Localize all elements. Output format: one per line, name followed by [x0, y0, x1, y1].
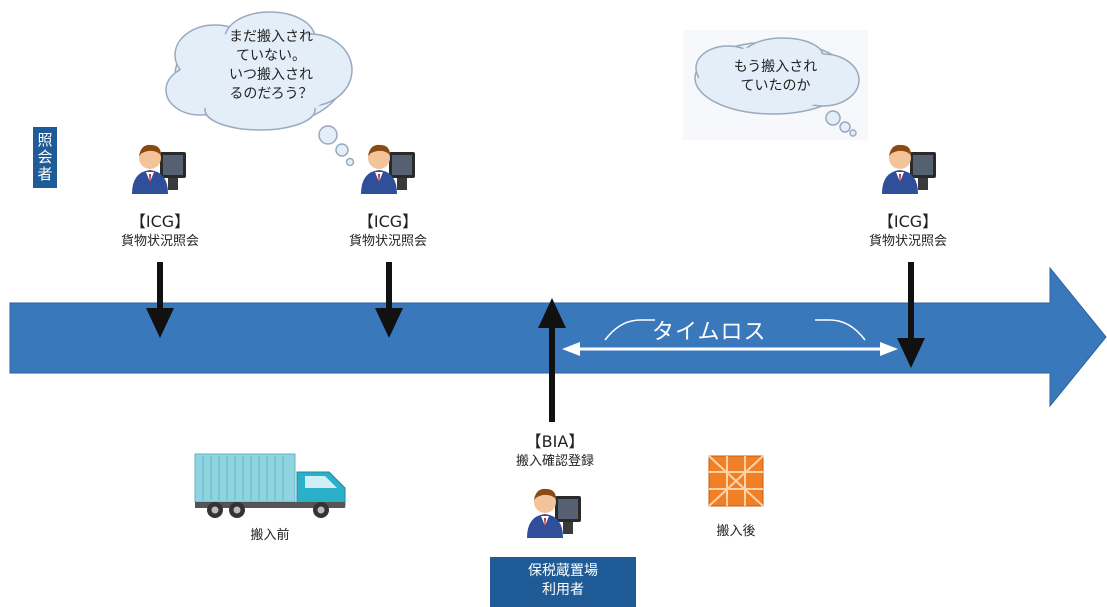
person-at-computer-icon	[132, 144, 186, 194]
bonded-user-role-label: 保税蔵置場 利用者	[490, 557, 636, 607]
inquiry-system-2: 【ICG】	[357, 212, 419, 231]
after-delivery-caption: 搬入後	[716, 524, 756, 539]
inquiry-label-2: 【ICG】 貨物状況照会	[328, 212, 448, 252]
person-at-computer-icon	[527, 488, 581, 538]
thought-left-text: まだ搬入され ていない。 いつ搬入され るのだろう？	[229, 29, 313, 102]
inquiry-arrow-1	[146, 262, 174, 338]
inquirer-role-label: 照会者	[33, 127, 57, 188]
person-at-computer-icon	[882, 144, 936, 194]
timeloss-bracket	[562, 319, 898, 356]
cargo-box-icon	[708, 455, 764, 507]
registration-system: 【BIA】	[525, 432, 585, 451]
inquiry-arrow-2	[375, 262, 403, 338]
truck-icon	[194, 453, 346, 518]
before-delivery-caption: 搬入前	[250, 528, 290, 543]
inquiry-desc-2: 貨物状況照会	[348, 234, 427, 249]
inquiry-label-1: 【ICG】 貨物状況照会	[100, 212, 220, 252]
registration-desc: 搬入確認登録	[515, 454, 594, 469]
inquiry-desc-3: 貨物状況照会	[868, 234, 947, 249]
registration-arrow	[538, 298, 566, 422]
inquiry-system-1: 【ICG】	[129, 212, 191, 231]
thought-right-text: もう搬入され ていたのか	[733, 59, 818, 94]
inquiry-system-3: 【ICG】	[877, 212, 939, 231]
thought-cloud-icon	[683, 30, 868, 140]
inquiry-label-3: 【ICG】 貨物状況照会	[848, 212, 968, 252]
person-at-computer-icon	[361, 144, 415, 194]
inquiry-desc-1: 貨物状況照会	[120, 234, 199, 249]
timeloss-label: タイムロス	[652, 320, 767, 345]
registration-label: 【BIA】 搬入確認登録	[490, 432, 620, 472]
thought-cloud-icon	[165, 11, 355, 167]
inquiry-arrow-3	[897, 262, 925, 368]
